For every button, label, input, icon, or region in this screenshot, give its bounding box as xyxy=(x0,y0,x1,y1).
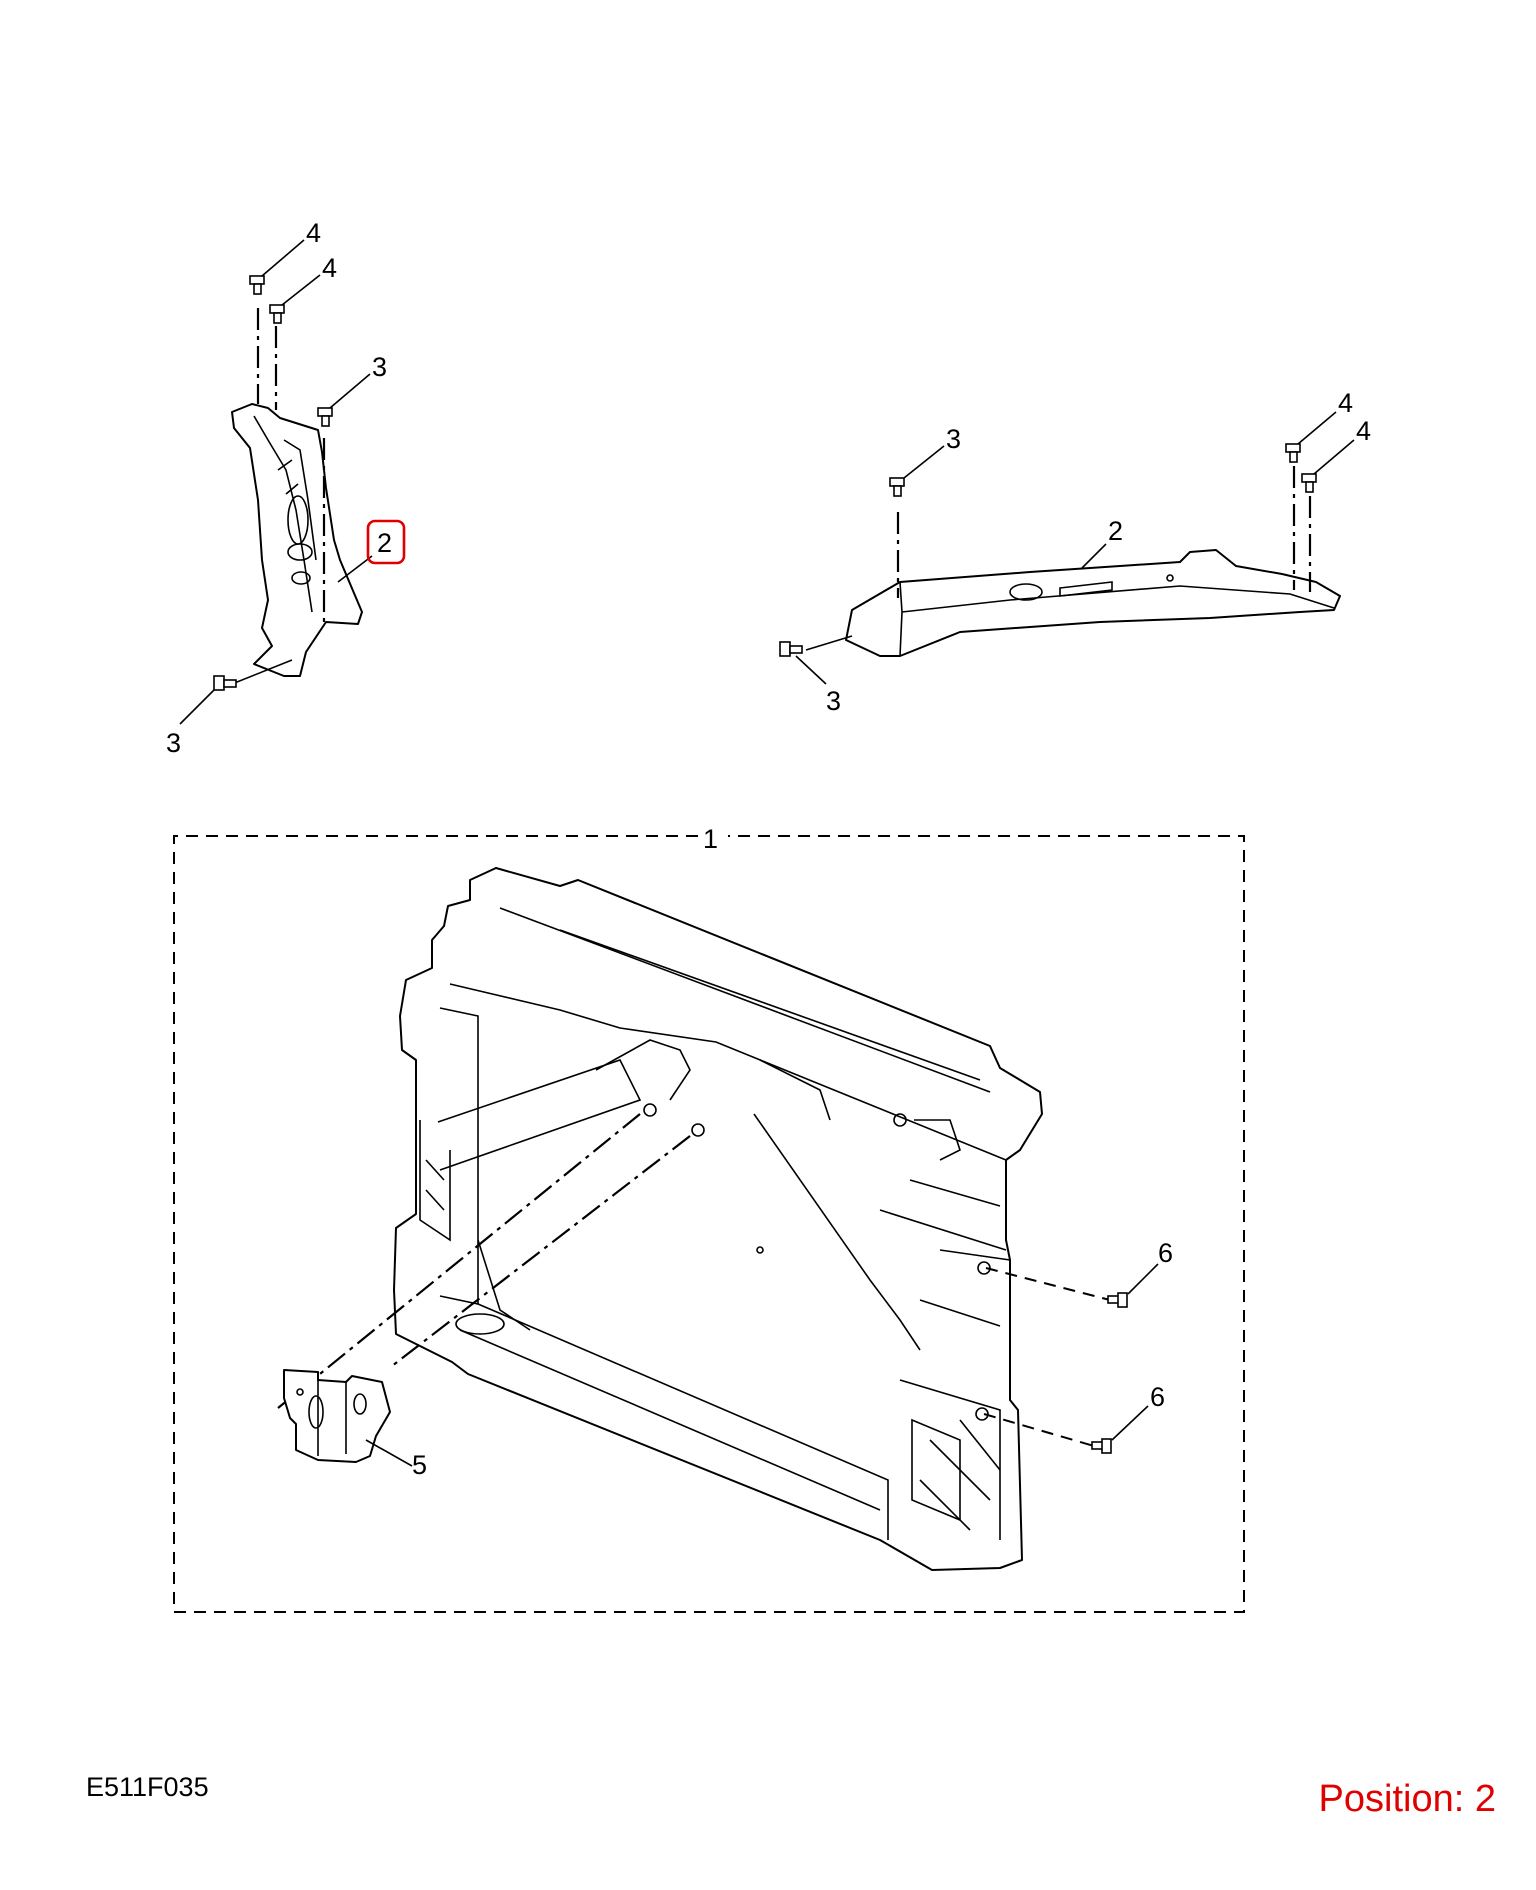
front-end-carrier xyxy=(393,867,1043,1571)
bolt-4c-icon xyxy=(1285,443,1301,463)
bolt-4b-icon xyxy=(269,304,285,324)
callout-bolt-3d: 3 xyxy=(826,686,841,716)
callout-bolt-4c: 4 xyxy=(1338,388,1353,418)
frame-assembly-boundary xyxy=(173,835,1245,1613)
upright-support xyxy=(231,308,363,685)
bolt-3a-icon xyxy=(317,407,333,427)
callout-frame: 1 xyxy=(703,824,718,854)
bolt-4d-icon xyxy=(1301,473,1317,493)
callout-bolt-6a: 6 xyxy=(1158,1238,1173,1268)
bracket xyxy=(283,1369,391,1463)
drawing-code: E511F035 xyxy=(86,1772,209,1802)
cross-support xyxy=(805,466,1341,657)
bolt-6a-icon xyxy=(1107,1292,1128,1308)
callout-upright-support: 2 xyxy=(377,528,392,558)
callout-bolt-3a: 3 xyxy=(372,352,387,382)
callout-bolt-6b: 6 xyxy=(1150,1382,1165,1412)
position-label: Position: 2 xyxy=(1318,1778,1496,1820)
callout-bracket: 5 xyxy=(412,1450,427,1480)
bolt-3c-icon xyxy=(889,477,905,497)
bolt-3b-icon xyxy=(213,675,237,691)
callout-bolt-3c: 3 xyxy=(946,424,961,454)
callout-bolt-3b: 3 xyxy=(166,728,181,758)
highlight-box xyxy=(366,519,406,565)
bolt-6b-icon xyxy=(1091,1438,1112,1454)
bolt-4a-icon xyxy=(249,275,265,295)
callout-bolt-4d: 4 xyxy=(1356,416,1371,446)
callout-cross-support: 2 xyxy=(1108,516,1123,546)
callout-bolt-4b: 4 xyxy=(322,253,337,283)
callout-bolt-4a: 4 xyxy=(306,218,321,248)
bolt-3d-icon xyxy=(779,641,803,657)
